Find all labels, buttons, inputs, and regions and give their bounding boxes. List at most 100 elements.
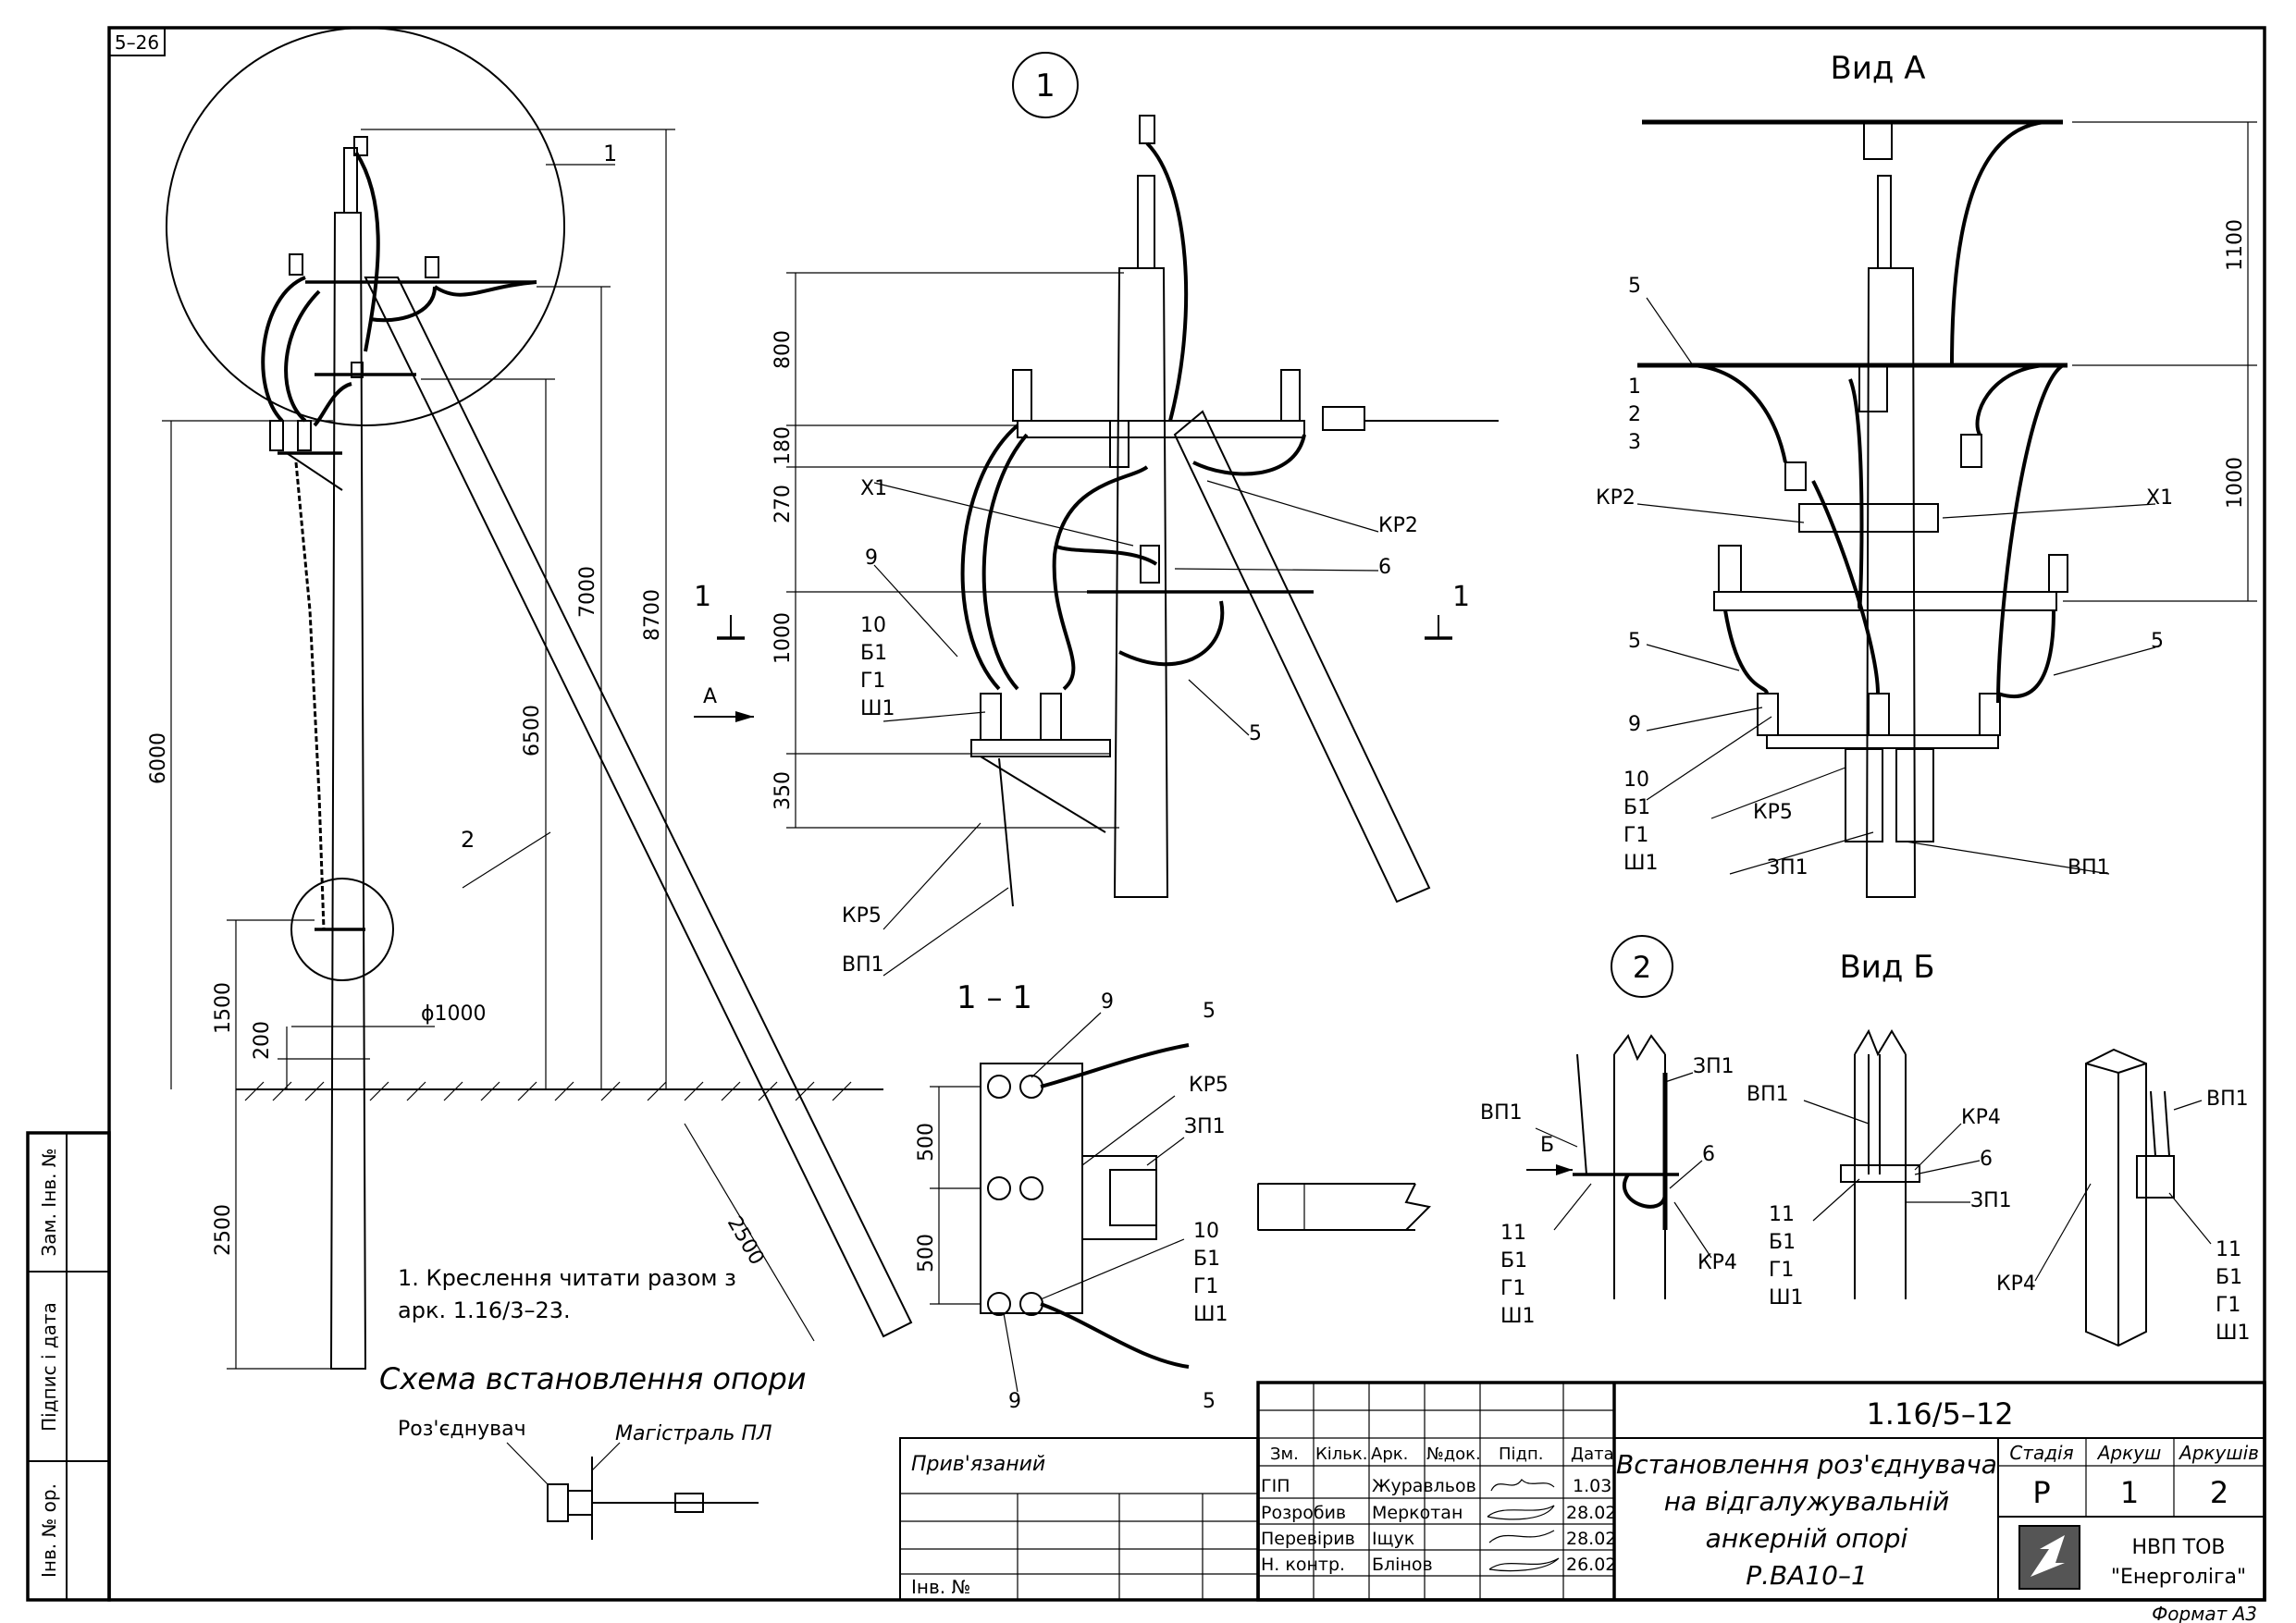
b-mid-zp1: ЗП1	[1970, 1189, 2012, 1212]
format-label: Формат А3	[2152, 1603, 2257, 1623]
tb-org-1: НВП ТОВ	[2131, 1536, 2225, 1559]
dim-2500: 2500	[212, 1204, 235, 1256]
va-callout-9: 9	[1628, 713, 1641, 736]
section-mark-right: 1	[1452, 581, 1470, 613]
view-a: Вид А	[1596, 50, 2257, 898]
dim-1100: 1100	[2224, 219, 2247, 271]
scheme-mainline: Магістраль ПЛ	[615, 1422, 772, 1445]
s-callout-g1: Г1	[1193, 1275, 1218, 1298]
va-callout-b1: Б1	[1623, 796, 1650, 819]
s-callout-5-bottom: 5	[1203, 1390, 1216, 1413]
stamp-pidpys: Підпис і дата	[38, 1302, 60, 1432]
tb-row3-date: 28.02	[1566, 1529, 1616, 1549]
dim-800: 800	[772, 330, 795, 369]
dim-500-top: 500	[915, 1123, 938, 1162]
callout-1: 1	[603, 141, 617, 166]
scheme-title: Схема встановлення опори	[379, 1361, 807, 1396]
callout-6: 6	[1378, 556, 1391, 579]
callout-2: 2	[461, 827, 475, 853]
section-1-1: 1 – 1 500 500 9 5 КР5 ЗП1 10 Б1 Г1 Ш1 9 …	[915, 979, 1228, 1413]
signatures	[1487, 1479, 1560, 1572]
tb-title-1: Встановлення роз'єднувача	[1616, 1449, 1997, 1480]
dim-1500: 1500	[212, 982, 235, 1034]
tb-stage: Р	[2032, 1475, 2050, 1510]
b-right-11: 11	[2216, 1238, 2241, 1261]
va-callout-vp1: ВП1	[2068, 856, 2110, 879]
s-callout-5-top: 5	[1203, 1000, 1216, 1023]
tb-row2-role: Розробив	[1261, 1503, 1346, 1523]
installation-scheme: Роз'єднувач Магістраль ПЛ	[398, 1418, 772, 1540]
detail-2-view: 2 Вид Б Б ВП1 ЗП1 6 КР4 11 Б1 Г1 Ш1	[1480, 935, 2251, 1347]
tb-row1-date: 1.03	[1573, 1476, 1611, 1496]
note-line-1: 1. Креслення читати разом з	[398, 1265, 736, 1291]
b-mid-11: 11	[1769, 1203, 1795, 1226]
dim-180: 180	[772, 426, 795, 465]
tb-doc-code: 1.16/5–12	[1866, 1396, 2013, 1432]
detail-circle-2	[290, 878, 394, 981]
arrow-a-label: А	[703, 685, 717, 708]
callout-x1: Х1	[860, 477, 887, 500]
tb-stage-label: Стадія	[2009, 1442, 2073, 1464]
tb-h-ndok: №док.	[1426, 1445, 1481, 1464]
b-right-kr4: КР4	[1996, 1273, 2036, 1296]
dim-7000: 7000	[576, 566, 599, 618]
b-mid-sh1: Ш1	[1769, 1286, 1804, 1309]
va-callout-5-top: 5	[1628, 275, 1641, 298]
s-callout-9-top: 9	[1101, 990, 1114, 1014]
s-callout-b1: Б1	[1193, 1248, 1220, 1271]
detail-1-label: 1	[1035, 68, 1055, 105]
pole-top-extension	[343, 147, 358, 214]
tb-row4-name: Блінов	[1372, 1555, 1433, 1575]
tb-title-2: на відгалужувальній	[1664, 1486, 1949, 1517]
tb-h-kilk: Кільк.	[1315, 1445, 1368, 1464]
callout-10: 10	[860, 614, 886, 637]
va-callout-5-left: 5	[1628, 630, 1641, 653]
tb-h-zm: Зм.	[1270, 1445, 1299, 1464]
strut-pole	[364, 277, 913, 1338]
tb-h-ark: Арк.	[1371, 1445, 1408, 1464]
view-a-title: Вид А	[1831, 50, 1926, 87]
tb-row1-role: ГІП	[1261, 1476, 1290, 1496]
va-callout-10: 10	[1623, 768, 1649, 792]
dim-6500: 6500	[521, 705, 544, 756]
tb-row1-name: Журавльов	[1372, 1476, 1476, 1496]
tb-row3-role: Перевірив	[1261, 1529, 1355, 1549]
tb-row2-date: 28.02	[1566, 1503, 1616, 1523]
s-callout-sh1: Ш1	[1193, 1303, 1228, 1326]
dim-500-bottom: 500	[915, 1234, 938, 1273]
s-callout-kr5: КР5	[1189, 1074, 1228, 1097]
sheet-code-box	[108, 27, 166, 56]
sheet-code: 5–26	[115, 31, 159, 54]
callout-5: 5	[1249, 722, 1262, 745]
va-callout-2: 2	[1628, 403, 1641, 426]
callout-sh1: Ш1	[860, 697, 895, 720]
va-callout-3: 3	[1628, 431, 1641, 454]
tb-title-3: анкерній опорі	[1706, 1523, 1908, 1554]
section-title: 1 – 1	[957, 979, 1032, 1016]
va-callout-kr5: КР5	[1753, 801, 1793, 824]
dim-270: 270	[772, 485, 795, 523]
stamp-inv-pidl: Інв. № ор.	[38, 1483, 60, 1578]
b-right-sh1: Ш1	[2216, 1322, 2251, 1345]
company-logo	[2018, 1525, 2080, 1590]
b-mid-6: 6	[1980, 1148, 1993, 1171]
tb-h-pidp: Підп.	[1499, 1445, 1543, 1464]
tb-row2-name: Меркотан	[1372, 1503, 1463, 1523]
tb-sheets-label: Аркушів	[2178, 1442, 2259, 1464]
tb-privyazaniy: Прив'язаний	[911, 1453, 1045, 1476]
tb-inv-no: Інв. №	[911, 1576, 970, 1598]
va-callout-zp1: ЗП1	[1767, 856, 1808, 879]
tb-sheet: 1	[2120, 1475, 2139, 1510]
tb-sheet-label: Аркуш	[2096, 1442, 2162, 1464]
scheme-disconnector: Роз'єднувач	[398, 1418, 526, 1441]
stamp-zam-inv: Зам. Інв. №	[38, 1148, 60, 1256]
detail-circle-1	[166, 27, 565, 426]
va-callout-x1: Х1	[2146, 486, 2173, 510]
pole-assembly-view: 6000 6500 7000 8700 1500 200 2500 2500 ϕ…	[147, 27, 913, 1370]
view-b-title: Вид Б	[1839, 949, 1934, 986]
b-mid-kr4: КР4	[1961, 1106, 2001, 1129]
callout-9: 9	[865, 547, 878, 570]
b-mid-vp1: ВП1	[1747, 1083, 1789, 1106]
note-line-2: арк. 1.16/3–23.	[398, 1297, 571, 1323]
b-left-11: 11	[1500, 1222, 1526, 1245]
